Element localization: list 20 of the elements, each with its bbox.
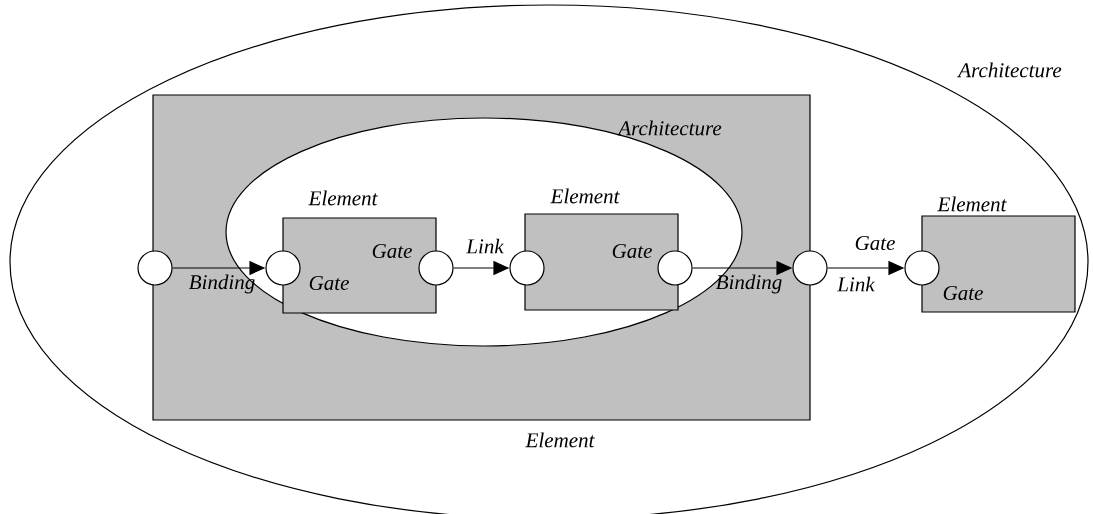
gate-circle xyxy=(265,250,301,286)
edge-label: Link xyxy=(837,276,875,292)
gate-circle xyxy=(137,250,173,286)
edge-label: Link xyxy=(466,238,504,254)
gate-circle xyxy=(657,250,693,286)
gate-label: Gate xyxy=(372,243,412,259)
node-label: Element xyxy=(525,432,595,448)
node-label: Element xyxy=(308,190,378,206)
gate-circle xyxy=(792,250,828,286)
gate-circle xyxy=(509,250,545,286)
edge-label: Binding xyxy=(715,274,782,294)
node-label: Element xyxy=(550,188,620,204)
gate-circle xyxy=(418,250,454,286)
gate-label: Gate xyxy=(943,285,983,301)
gate-circle xyxy=(904,250,940,286)
edge-label: Binding xyxy=(188,274,255,294)
gate-label: Gate xyxy=(855,235,895,251)
gate-label: Gate xyxy=(309,275,349,291)
node-label: Element xyxy=(937,196,1007,212)
gate-label: Gate xyxy=(612,243,652,259)
